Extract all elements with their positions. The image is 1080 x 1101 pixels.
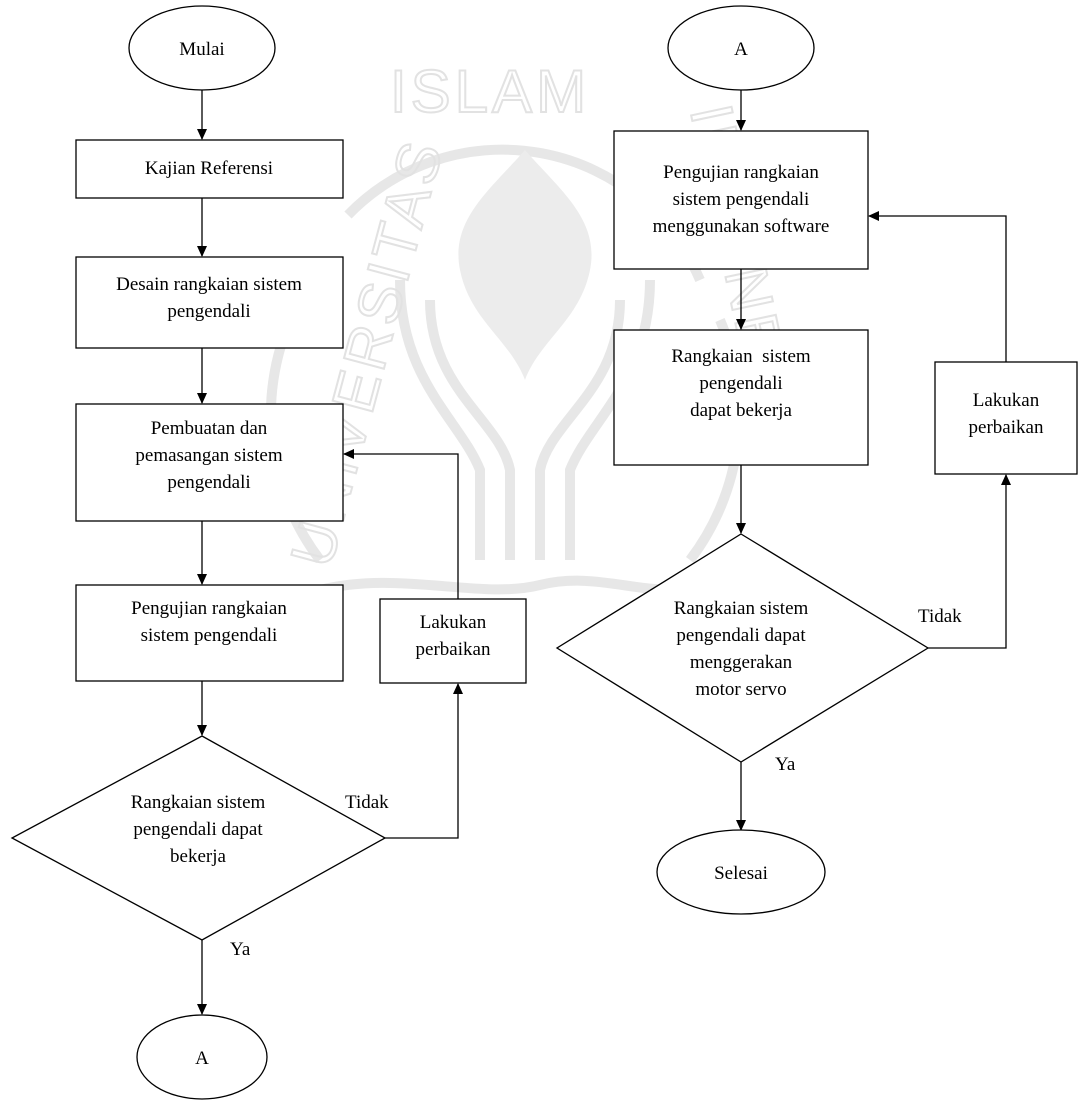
- decision-label-line1: Rangkaian sistem: [131, 792, 266, 813]
- r-fix-label-line2: perbaikan: [969, 417, 1044, 438]
- connector-a-out: [136, 1014, 268, 1100]
- step-pengujian-software: [613, 130, 869, 270]
- no-label: Tidak: [345, 792, 389, 813]
- decision-motor-servo: [555, 533, 930, 763]
- step2-label-line2: pengendali: [167, 301, 250, 322]
- r-decision-label-line4: motor servo: [695, 679, 786, 700]
- step4-label-line1: Pengujian rangkaian: [131, 598, 287, 619]
- r-step2-label-line1: Rangkaian sistem: [671, 346, 811, 367]
- decision-label-line2: pengendali dapat: [133, 819, 263, 840]
- r-step1-label-line1: Pengujian rangkaian: [663, 162, 819, 183]
- fix-label-line2: perbaikan: [416, 639, 491, 660]
- step3-label-line1: Pembuatan dan: [151, 418, 268, 439]
- r-step1-label-line3: menggunakan software: [653, 216, 830, 237]
- decision-label-line3: bekerja: [170, 846, 226, 867]
- left-flow: Mulai Kajian Referensi Desain rangkaian …: [10, 5, 527, 1100]
- arrow-fix-to-step3: [343, 449, 459, 599]
- step3-label-line3: pengendali: [167, 472, 250, 493]
- r-no-label: Tidak: [918, 606, 962, 627]
- r-step2-label-line2: pengendali: [699, 373, 782, 394]
- end-terminator: [656, 829, 826, 915]
- r-decision-label-line3: menggerakan: [690, 652, 793, 673]
- step-pembuatan: [75, 403, 344, 522]
- r-fix-label-line1: Lakukan: [973, 390, 1040, 411]
- step-desain: [75, 256, 344, 349]
- r-yes-label: Ya: [775, 754, 796, 775]
- step3-label-line2: pemasangan sistem: [135, 445, 282, 466]
- arrow-r-fix-to-step1: [868, 211, 1007, 362]
- step-kajian-referensi: [75, 139, 344, 199]
- end-label: Selesai: [714, 863, 768, 884]
- right-flow: A Pengujian rangkaian sistem pengendali …: [555, 5, 1078, 915]
- arrow-r-decision-to-fix: [928, 474, 1011, 649]
- step1-label: Kajian Referensi: [145, 158, 273, 179]
- step-dapat-bekerja: [613, 329, 869, 466]
- r-decision-label-line2: pengendali dapat: [676, 625, 806, 646]
- step4-label-line2: sistem pengendali: [141, 625, 278, 646]
- watermark-top-text: ISLAM: [390, 58, 590, 125]
- connector-a-out-label: A: [195, 1048, 209, 1069]
- step-pengujian: [75, 584, 344, 682]
- step2-label-line1: Desain rangkaian sistem: [116, 274, 302, 295]
- connector-a-in-label: A: [734, 39, 748, 60]
- arrow-decision-to-fix: [385, 683, 463, 839]
- r-fix-box: [934, 361, 1078, 475]
- r-decision-label-line1: Rangkaian sistem: [674, 598, 809, 619]
- yes-label: Ya: [230, 939, 251, 960]
- fix-label-line1: Lakukan: [420, 612, 487, 633]
- fix-box: [379, 598, 527, 684]
- start-label: Mulai: [179, 39, 224, 60]
- r-step1-label-line2: sistem pengendali: [673, 189, 810, 210]
- r-step2-label-line3: dapat bekerja: [690, 400, 792, 421]
